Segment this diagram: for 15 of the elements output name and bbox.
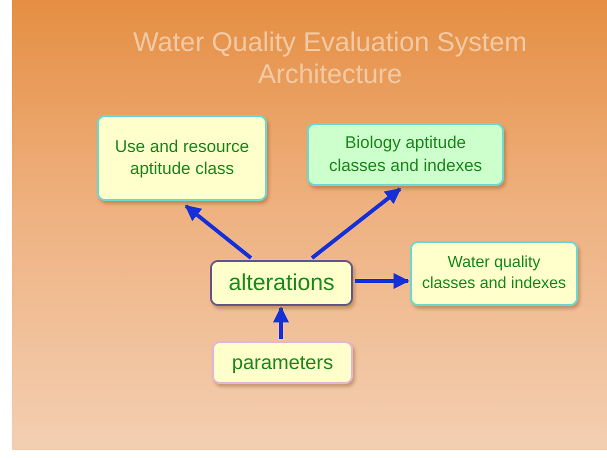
box-label: Use and resource aptitude class: [114, 136, 250, 180]
arrow: [355, 273, 410, 289]
process-box: [212, 341, 353, 384]
process-box: [307, 123, 504, 186]
process-box: [97, 115, 267, 201]
box-label: Biology aptitude classes and indexes: [328, 132, 484, 176]
box-label: Water quality classes and indexes: [420, 252, 568, 294]
process-box: [410, 241, 578, 306]
box-label: parameters: [232, 350, 334, 376]
box-label: alterations: [228, 268, 335, 298]
arrow: [310, 187, 402, 260]
arrow: [273, 306, 289, 339]
title: Water Quality Evaluation System Architecture: [132, 26, 528, 90]
arrow: [184, 204, 252, 260]
process-box: [210, 260, 353, 306]
